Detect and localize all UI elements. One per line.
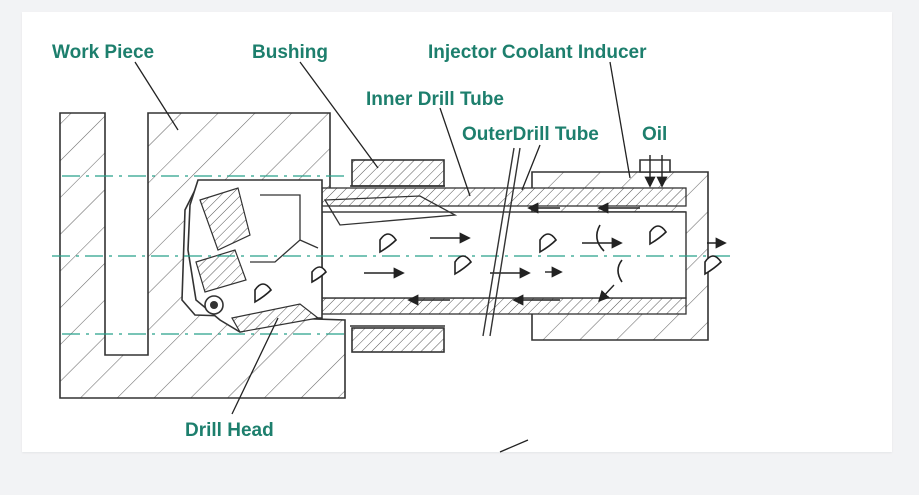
leader-lines [134,61,631,453]
label-oil: Oil [642,124,667,145]
chip-symbols [254,224,723,304]
label-bushing: Bushing [252,42,328,63]
label-outer-drill-tube: OuterDrill Tube [462,124,599,145]
inner-drill-tube [321,211,687,299]
centerlines [52,175,735,335]
bushing [350,159,445,353]
flow-arrows [364,155,727,306]
label-inner-drill-tube: Inner Drill Tube [366,89,504,110]
label-work-piece: Work Piece [52,42,154,63]
label-injector-coolant-inducer: Injector Coolant Inducer [428,42,647,63]
labels: Work Piece Bushing Injector Coolant Indu… [52,42,667,441]
label-drill-head: Drill Head [185,420,274,441]
